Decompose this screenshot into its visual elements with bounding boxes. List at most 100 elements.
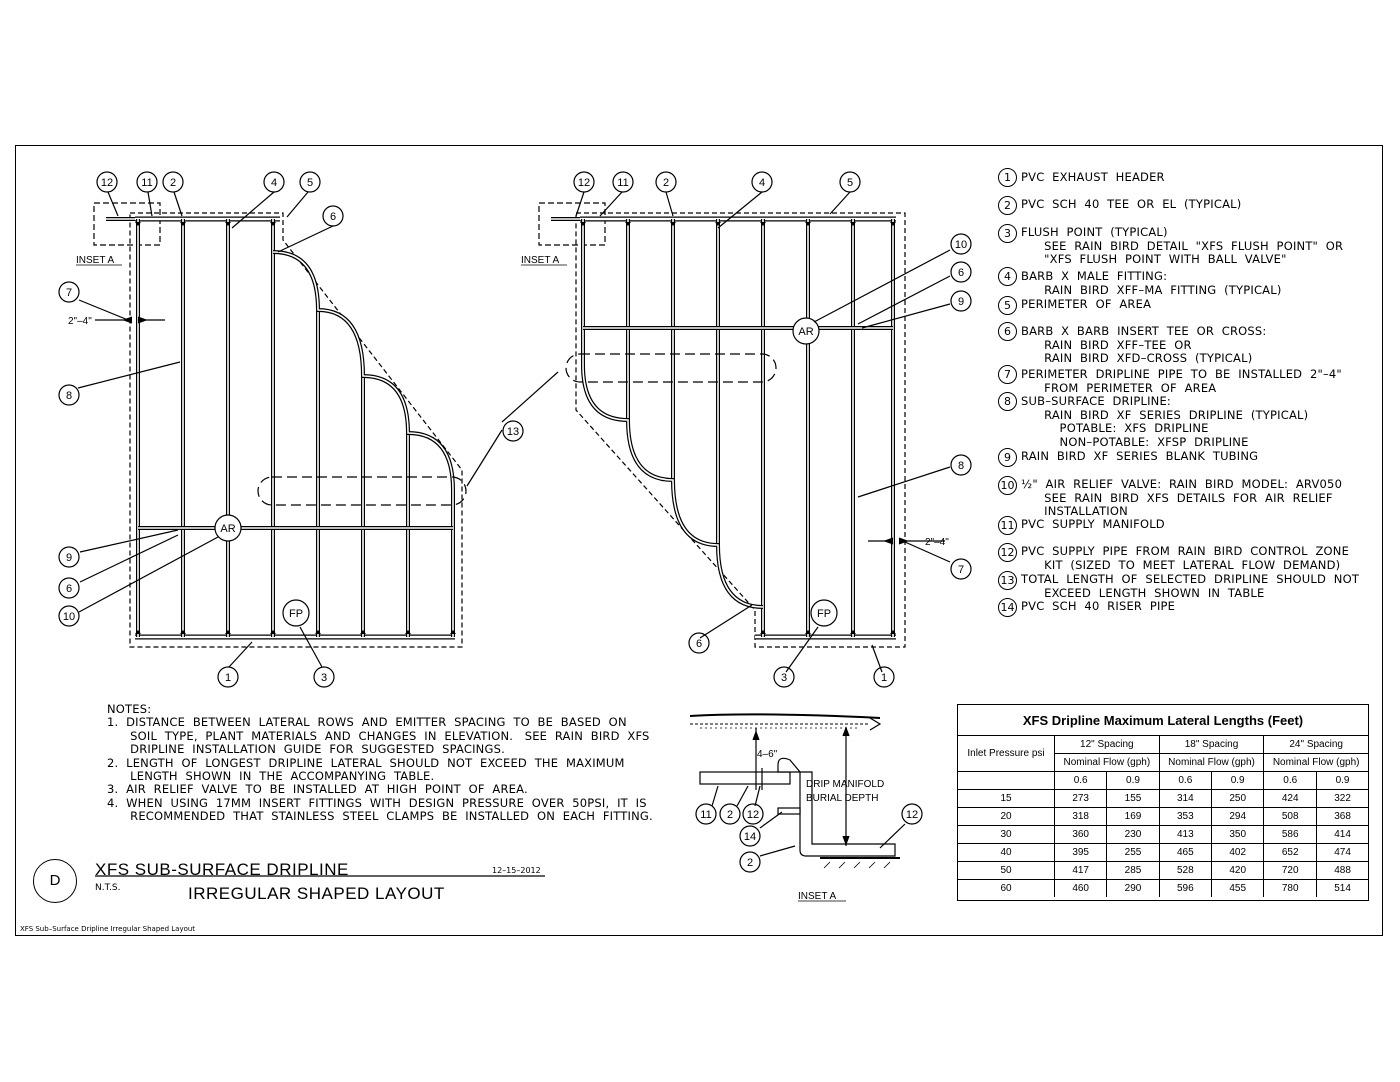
callout-8: 8 <box>958 460 964 472</box>
legend-num-1: 1 <box>998 168 1017 187</box>
callout-11: 11 <box>700 809 711 821</box>
drip-manifold-label: DRIP MANIFOLD <box>806 779 884 790</box>
callout-11: 11 <box>141 177 152 189</box>
callout-4: 4 <box>271 177 277 189</box>
fp-label: FP <box>817 608 831 620</box>
table-cell: 290 <box>1106 879 1160 897</box>
table-cell: 528 <box>1158 861 1213 880</box>
callout-2: 2 <box>727 809 733 821</box>
right-flush-point-circle <box>810 599 838 627</box>
table-cell: 285 <box>1106 861 1160 880</box>
table-row: 60 460 290 596 455 780 514 <box>958 879 1368 897</box>
footer-caption: XFS Sub–Surface Dripline Irregular Shape… <box>20 925 196 933</box>
flow-value: 0.6 <box>1263 771 1318 790</box>
legend-text-4: BARB X MALE FITTING: RAIN BIRD XFF–MA FI… <box>1021 269 1282 297</box>
legend-num-11: 11 <box>998 516 1017 535</box>
table-row: 40 395 255 465 402 652 474 <box>958 843 1368 862</box>
flow-header: Nominal Flow (gph) <box>1054 753 1160 772</box>
callout-3: 3 <box>321 672 327 684</box>
table-cell: 40 <box>958 843 1055 862</box>
table-cell: 368 <box>1316 807 1368 826</box>
callout-10: 10 <box>63 611 75 623</box>
right-perimeter <box>575 212 906 648</box>
callout-10: 10 <box>955 239 967 251</box>
legend-text-13: TOTAL LENGTH OF SELECTED DRIPLINE SHOULD… <box>1021 572 1360 600</box>
callout-2: 2 <box>663 177 669 189</box>
nts-label: N.T.S. <box>95 883 121 893</box>
legend-text-1: PVC EXHAUST HEADER <box>1021 170 1165 184</box>
empty-cell <box>958 771 1055 790</box>
spacing-dimension-label: 2"–4" <box>68 316 92 327</box>
table-row: 50 417 285 528 420 720 488 <box>958 861 1368 880</box>
left-perimeter <box>129 212 463 648</box>
callout-7: 7 <box>66 287 72 299</box>
table-row: 20 318 169 353 294 508 368 <box>958 807 1368 826</box>
table-cell: 414 <box>1316 825 1368 844</box>
legend-num-6: 6 <box>998 322 1017 341</box>
flow-value: 0.6 <box>1158 771 1213 790</box>
drawing-subtitle: IRREGULAR SHAPED LAYOUT <box>188 884 445 903</box>
callout-1: 1 <box>225 672 231 684</box>
table-cell: 586 <box>1263 825 1318 844</box>
table-cell: 350 <box>1210 825 1265 844</box>
left-air-relief-circle <box>214 514 242 542</box>
legend-num-12: 12 <box>998 543 1017 562</box>
pressure-header: Inlet Pressure psi <box>958 735 1055 772</box>
table-cell: 20 <box>958 807 1055 826</box>
table-cell: 514 <box>1316 879 1368 897</box>
callout-5: 5 <box>847 177 853 189</box>
table-cell: 474 <box>1316 843 1368 862</box>
detail-letter: D <box>33 859 77 903</box>
legend-num-9: 9 <box>998 448 1017 467</box>
legend-num-14: 14 <box>998 598 1017 617</box>
ar-label: AR <box>798 326 813 338</box>
callout-circles <box>58 171 972 873</box>
callout-6: 6 <box>330 211 336 223</box>
callout-7: 7 <box>958 564 964 576</box>
inset-a-label: INSET A <box>798 891 836 902</box>
table-cell: 413 <box>1158 825 1213 844</box>
table-title: XFS Dripline Maximum Lateral Lengths (Fe… <box>958 705 1368 736</box>
spacing-header-18: 18" Spacing <box>1158 735 1265 754</box>
legend-text-3: FLUSH POINT (TYPICAL) SEE RAIN BIRD DETA… <box>1021 225 1344 266</box>
table-cell: 596 <box>1158 879 1213 897</box>
callout-2: 2 <box>747 857 753 869</box>
legend-text-10: ½" AIR RELIEF VALVE: RAIN BIRD MODEL: AR… <box>1021 477 1343 518</box>
table-cell: 360 <box>1053 825 1108 844</box>
legend-text-8: SUB–SURFACE DRIPLINE: RAIN BIRD XF SERIE… <box>1021 394 1309 449</box>
table-cell: 417 <box>1053 861 1108 880</box>
flow-value: 0.6 <box>1053 771 1108 790</box>
table-cell: 652 <box>1263 843 1318 862</box>
table-cell: 60 <box>958 879 1055 897</box>
table-cell: 250 <box>1210 789 1265 808</box>
legend-text-11: PVC SUPPLY MANIFOLD <box>1021 517 1165 531</box>
flow-value: 0.9 <box>1316 771 1368 790</box>
callout-12: 12 <box>101 177 113 189</box>
table-cell: 402 <box>1210 843 1265 862</box>
table-cell: 314 <box>1158 789 1213 808</box>
legend-num-8: 8 <box>998 392 1017 411</box>
drawing-date: 12–15–2012 <box>492 866 541 875</box>
inset-a-label: INSET A <box>521 255 559 266</box>
legend-text-14: PVC SCH 40 RISER PIPE <box>1021 599 1176 613</box>
table-cell: 255 <box>1106 843 1160 862</box>
left-layout <box>77 191 559 668</box>
callout-2: 2 <box>170 177 176 189</box>
right-air-relief-circle <box>792 317 820 345</box>
table-cell: 420 <box>1210 861 1265 880</box>
callout-4: 4 <box>759 177 765 189</box>
legend-text-9: RAIN BIRD XF SERIES BLANK TUBING <box>1021 449 1259 463</box>
legend-num-4: 4 <box>998 267 1017 286</box>
callout-13: 13 <box>507 426 519 438</box>
table-cell: 720 <box>1263 861 1318 880</box>
riser-depth-label: 4–6" <box>757 749 778 760</box>
table-cell: 353 <box>1158 807 1213 826</box>
drawing-frame <box>15 145 1383 936</box>
table-cell: 30 <box>958 825 1055 844</box>
flow-header: Nominal Flow (gph) <box>1158 753 1265 772</box>
callout-9: 9 <box>958 296 964 308</box>
legend-text-6: BARB X BARB INSERT TEE OR CROSS: RAIN BI… <box>1021 324 1267 365</box>
table-row: 30 360 230 413 350 586 414 <box>958 825 1368 844</box>
callout-3: 3 <box>781 672 787 684</box>
